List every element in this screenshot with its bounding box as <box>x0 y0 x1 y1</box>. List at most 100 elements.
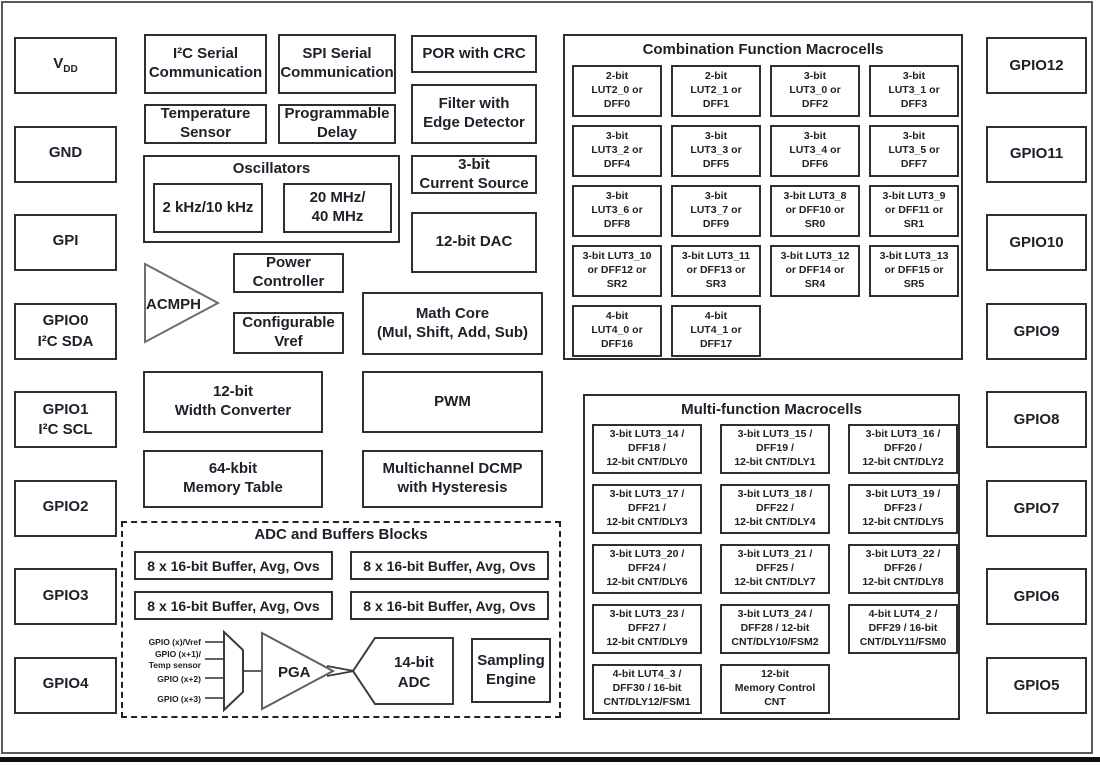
pin-box: GPIO10 <box>986 214 1087 272</box>
pin-box: GND <box>14 125 117 183</box>
pga-adc-link <box>326 665 355 677</box>
block-math-core: Math Core (Mul, Shift, Add, Sub) <box>362 292 543 355</box>
input-label-gpio-x2: GPIO (x+2) <box>157 674 201 684</box>
macrocell: 3-bit LUT3_3 or DFF5 <box>671 125 761 177</box>
block-power-controller: Power Controller <box>233 253 344 293</box>
input-label-gpio-x: GPIO (x)/Vref <box>149 637 202 647</box>
combination-macrocells-section: Combination Function Macrocells 2-bit LU… <box>563 34 963 360</box>
bottom-rule <box>0 757 1100 762</box>
input-label-gpio-x1: GPIO (x+1)/ <box>155 649 202 659</box>
pin-label: GPIO9 <box>1013 322 1060 340</box>
multifunction-macrocells-title: Multi-function Macrocells <box>681 401 862 418</box>
pin-box: GPIO8 <box>986 391 1087 449</box>
adc-buffers-section-title: ADC and Buffers Blocks <box>254 526 428 543</box>
macrocell: 4-bit LUT4_0 or DFF16 <box>572 305 662 357</box>
mux-shape <box>223 630 244 713</box>
diagram-outer-frame <box>1 1 1093 754</box>
pin-label: GPIO2 <box>42 498 89 516</box>
pin-label: GPI <box>52 232 79 250</box>
block-current-source: 3-bit Current Source <box>411 155 537 194</box>
input-wires <box>205 641 224 699</box>
macrocell: 3-bit LUT3_19 / DFF23 / 12-bit CNT/DLY5 <box>848 484 958 534</box>
pin-label: GPIO11 <box>1009 145 1064 163</box>
macrocell: 3-bit LUT3_6 or DFF8 <box>572 185 662 237</box>
combination-macrocells-title: Combination Function Macrocells <box>642 41 884 58</box>
macrocell: 3-bit LUT3_17 / DFF21 / 12-bit CNT/DLY3 <box>592 484 702 534</box>
macrocell: 2-bit LUT2_0 or DFF0 <box>572 65 662 117</box>
combination-macrocells-grid: 2-bit LUT2_0 or DFF0 2-bit LUT2_1 or DFF… <box>572 65 959 357</box>
block-programmable-delay: Programmable Delay <box>278 104 396 144</box>
block-dcmp-hysteresis: Multichannel DCMP with Hysteresis <box>362 450 543 508</box>
macrocell: 4-bit LUT4_3 / DFF30 / 16-bit CNT/DLY12/… <box>592 664 702 714</box>
block-memory-table: 64-kbit Memory Table <box>143 450 323 508</box>
adc-label-line2: ADC <box>398 674 431 691</box>
macrocell: 3-bit LUT3_13 or DFF15 or SR5 <box>869 245 959 297</box>
pin-label: GPIO12 <box>1009 56 1064 74</box>
macrocell: 3-bit LUT3_0 or DFF2 <box>770 65 860 117</box>
adc-buffers-section <box>121 521 561 718</box>
acmph-label: ACMPH <box>146 296 201 313</box>
pin-box: GPIO3 <box>14 568 117 626</box>
macrocell: 3-bit LUT3_2 or DFF4 <box>572 125 662 177</box>
pin-label: GPIO4 <box>42 675 89 693</box>
block-dac: 12-bit DAC <box>411 212 537 273</box>
block-spi-serial: SPI Serial Communication <box>278 34 396 94</box>
multifunction-macrocells-grid: 3-bit LUT3_14 / DFF18 / 12-bit CNT/DLY0 … <box>592 424 958 714</box>
macrocell: 3-bit LUT3_22 / DFF26 / 12-bit CNT/DLY8 <box>848 544 958 594</box>
pin-label: GPIO7 <box>1013 499 1060 517</box>
buffer-block: 8 x 16-bit Buffer, Avg, Ovs <box>134 591 333 620</box>
pin-label: GND <box>48 143 83 161</box>
macrocell: 4-bit LUT4_2 / DFF29 / 16-bit CNT/DLY11/… <box>848 604 958 654</box>
pin-label: GPIO6 <box>1013 588 1060 606</box>
acmph-comparator: ACMPH <box>144 262 221 344</box>
buffer-block: 8 x 16-bit Buffer, Avg, Ovs <box>350 551 549 580</box>
macrocell: 3-bit LUT3_15 / DFF19 / 12-bit CNT/DLY1 <box>720 424 830 474</box>
macrocell: 3-bit LUT3_4 or DFF6 <box>770 125 860 177</box>
pin-box: GPIO12 <box>986 37 1087 94</box>
pin-column-right: GPIO12 GPIO11 GPIO10 GPIO9 GPIO8 GPIO7 G… <box>986 37 1087 714</box>
block-oscillator-low: 2 kHz/10 kHz <box>153 183 263 233</box>
macrocell: 3-bit LUT3_10 or DFF12 or SR2 <box>572 245 662 297</box>
block-configurable-vref: Configurable Vref <box>233 312 344 354</box>
macrocell: 2-bit LUT2_1 or DFF1 <box>671 65 761 117</box>
acmph-triangle-icon <box>144 262 221 344</box>
pin-box: GPIO5 <box>986 656 1087 714</box>
block-i2c-serial: I²C Serial Communication <box>144 34 267 94</box>
pin-label: VDD <box>53 55 78 76</box>
macrocell: 3-bit LUT3_24 / DFF28 / 12-bit CNT/DLY10… <box>720 604 830 654</box>
macrocell: 3-bit LUT3_23 / DFF27 / 12-bit CNT/DLY9 <box>592 604 702 654</box>
block-oscillator-high: 20 MHz/ 40 MHz <box>283 183 392 233</box>
pga-triangle-icon <box>261 631 336 711</box>
macrocell: 3-bit LUT3_1 or DFF3 <box>869 65 959 117</box>
macrocell: 3-bit LUT3_18 / DFF22 / 12-bit CNT/DLY4 <box>720 484 830 534</box>
macrocell: 3-bit LUT3_7 or DFF9 <box>671 185 761 237</box>
pin-box: GPIO4 <box>14 656 117 714</box>
block-pwm: PWM <box>362 371 543 433</box>
pin-label: GPIO10 <box>1009 234 1064 251</box>
macrocell: 12-bit Memory Control CNT <box>720 664 830 714</box>
input-label-temp: Temp sensor <box>149 660 202 670</box>
block-filter-edge-detector: Filter with Edge Detector <box>411 84 537 144</box>
buffer-block: 8 x 16-bit Buffer, Avg, Ovs <box>134 551 333 580</box>
macrocell: 3-bit LUT3_14 / DFF18 / 12-bit CNT/DLY0 <box>592 424 702 474</box>
block-sampling-engine: Sampling Engine <box>471 638 551 703</box>
pin-box: GPI <box>14 214 117 272</box>
block-width-converter: 12-bit Width Converter <box>143 371 323 433</box>
pin-box: GPIO2 <box>14 479 117 537</box>
macrocell: 3-bit LUT3_11 or DFF13 or SR3 <box>671 245 761 297</box>
adc-label-line1: 14-bit <box>394 654 434 671</box>
macrocell: 3-bit LUT3_21 / DFF25 / 12-bit CNT/DLY7 <box>720 544 830 594</box>
macrocell: 3-bit LUT3_5 or DFF7 <box>869 125 959 177</box>
pin-box: GPIO9 <box>986 302 1087 360</box>
pin-label: GPIO3 <box>42 586 89 604</box>
pin-label: GPIO8 <box>1013 411 1060 429</box>
buffer-grid: 8 x 16-bit Buffer, Avg, Ovs 8 x 16-bit B… <box>134 551 549 620</box>
macrocell: 4-bit LUT4_1 or DFF17 <box>671 305 761 357</box>
macrocell: 3-bit LUT3_12 or DFF14 or SR4 <box>770 245 860 297</box>
oscillators-title: Oscillators <box>232 160 311 177</box>
macrocell: 3-bit LUT3_20 / DFF24 / 12-bit CNT/DLY6 <box>592 544 702 594</box>
